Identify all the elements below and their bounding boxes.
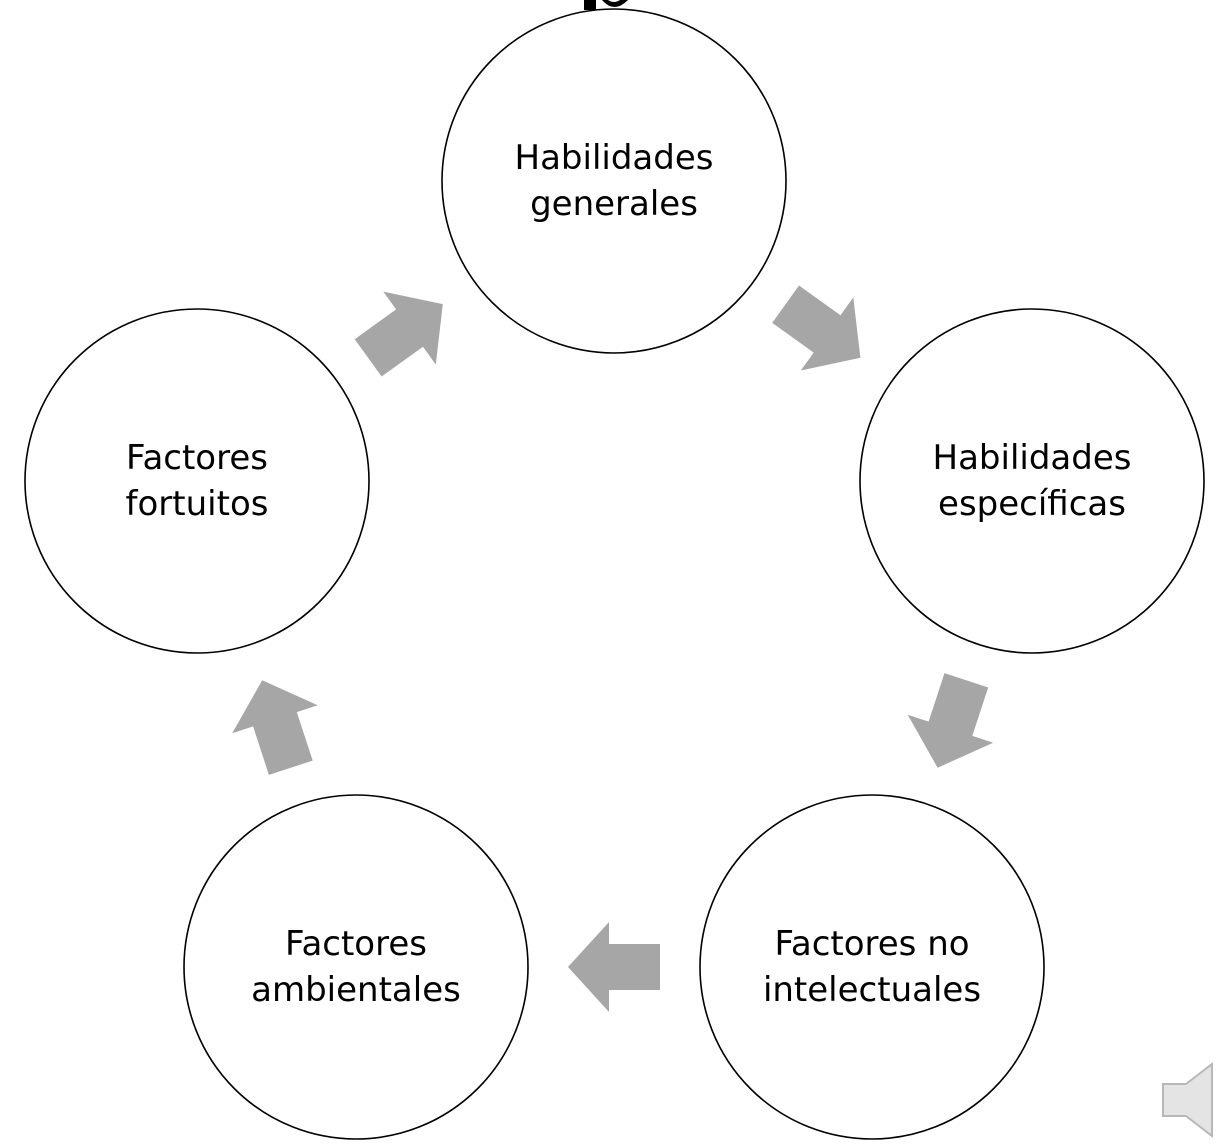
flow-arrow-factores-fortuitos-to-habilidades-generales (354, 291, 443, 377)
flow-arrow-habilidades-generales-to-habilidades-especificas (772, 285, 861, 371)
node-habilidades-generales: Habilidades generales (441, 8, 787, 354)
node-habilidades-especificas: Habilidades específicas (859, 308, 1205, 654)
node-label-line: específicas (938, 484, 1126, 524)
arrows-layer (232, 285, 994, 1012)
node-label-line: Factores no (774, 924, 969, 964)
node-label-line: Habilidades (515, 138, 714, 178)
nodes-layer: HabilidadesgeneralesHabilidadesespecífic… (24, 8, 1205, 1140)
flow-arrow-habilidades-especificas-to-factores-no-intelectuales (907, 673, 994, 768)
node-circle (24, 308, 370, 654)
node-circle (441, 8, 787, 354)
node-factores-no-intelectuales: Factores no intelectuales (699, 794, 1045, 1140)
node-label-line: Habilidades (933, 438, 1132, 478)
node-circle (699, 794, 1045, 1140)
title-fragment (584, 0, 628, 10)
node-factores-ambientales: Factores ambientales (183, 794, 529, 1140)
node-label-line: intelectuales (763, 970, 981, 1010)
node-circle (183, 794, 529, 1140)
node-label-line: generales (530, 184, 698, 224)
node-label-line: Factores (285, 924, 427, 964)
flow-arrow-factores-no-intelectuales-to-factores-ambientales (568, 922, 660, 1012)
node-label-line: ambientales (251, 970, 461, 1010)
node-factores-fortuitos: Factores fortuitos (24, 308, 370, 654)
node-label-line: fortuitos (126, 484, 269, 524)
speaker-icon[interactable] (1162, 1061, 1213, 1139)
flow-arrow-factores-ambientales-to-factores-fortuitos (232, 680, 318, 775)
node-label-line: Factores (126, 438, 268, 478)
node-circle (859, 308, 1205, 654)
